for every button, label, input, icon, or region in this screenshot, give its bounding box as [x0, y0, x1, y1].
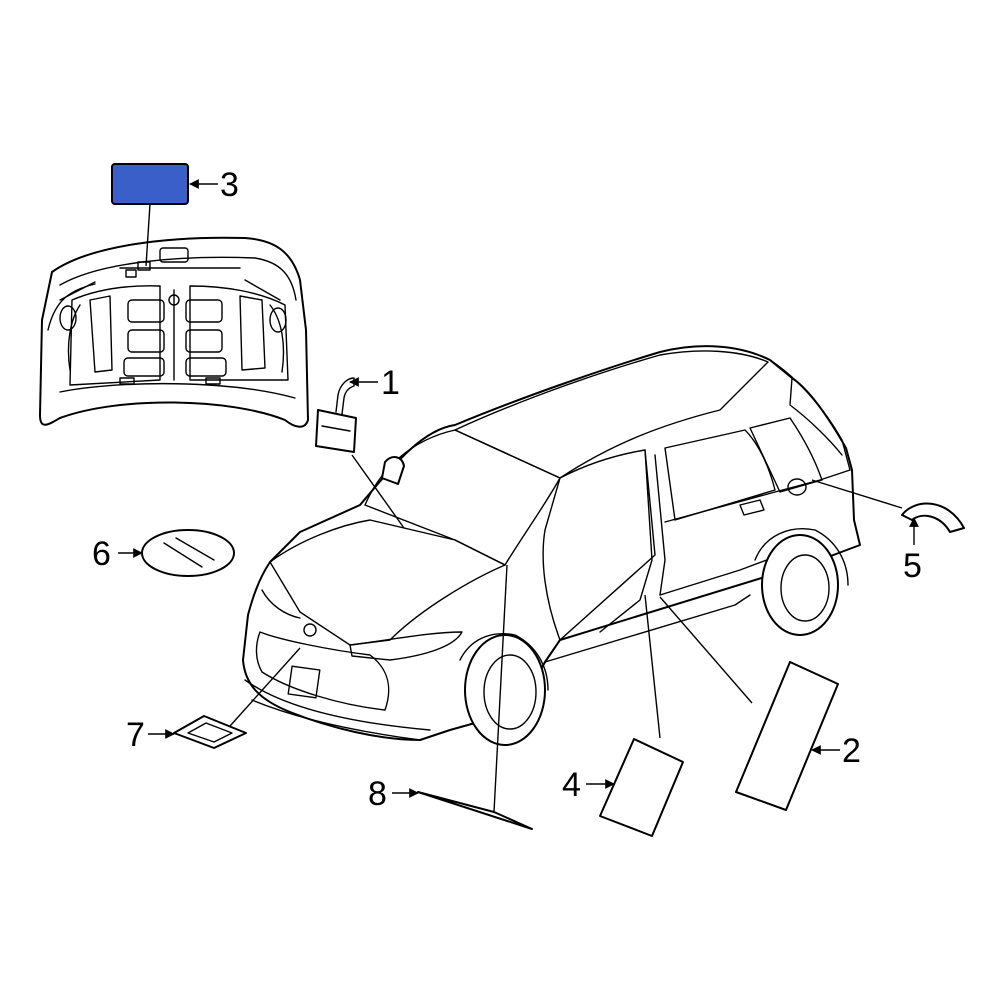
part-6-oval-label[interactable]: [141, 529, 235, 577]
part-4-label[interactable]: [599, 738, 684, 837]
leader-line-3: [145, 203, 151, 267]
callout-7: 7: [126, 716, 145, 754]
callout-5: 5: [903, 547, 922, 585]
callout-4: 4: [562, 766, 581, 804]
callout-8: 8: [368, 775, 387, 813]
callout-1: 1: [381, 364, 400, 402]
part-3-label-highlighted[interactable]: [111, 163, 189, 205]
part-7-diamond-label[interactable]: [173, 715, 247, 749]
callout-arrows: [118, 179, 919, 798]
leader-lines: [229, 454, 903, 813]
vehicle-body: [242, 345, 861, 746]
callout-2: 2: [842, 732, 861, 770]
part-1-tag[interactable]: [315, 377, 357, 453]
part-2-label[interactable]: [735, 661, 839, 811]
callout-3: 3: [220, 166, 239, 204]
callout-6: 6: [92, 535, 111, 573]
part-8-strip-label[interactable]: [417, 791, 533, 830]
hood-panel: [39, 236, 309, 428]
part-5-arc-label[interactable]: [901, 502, 965, 533]
